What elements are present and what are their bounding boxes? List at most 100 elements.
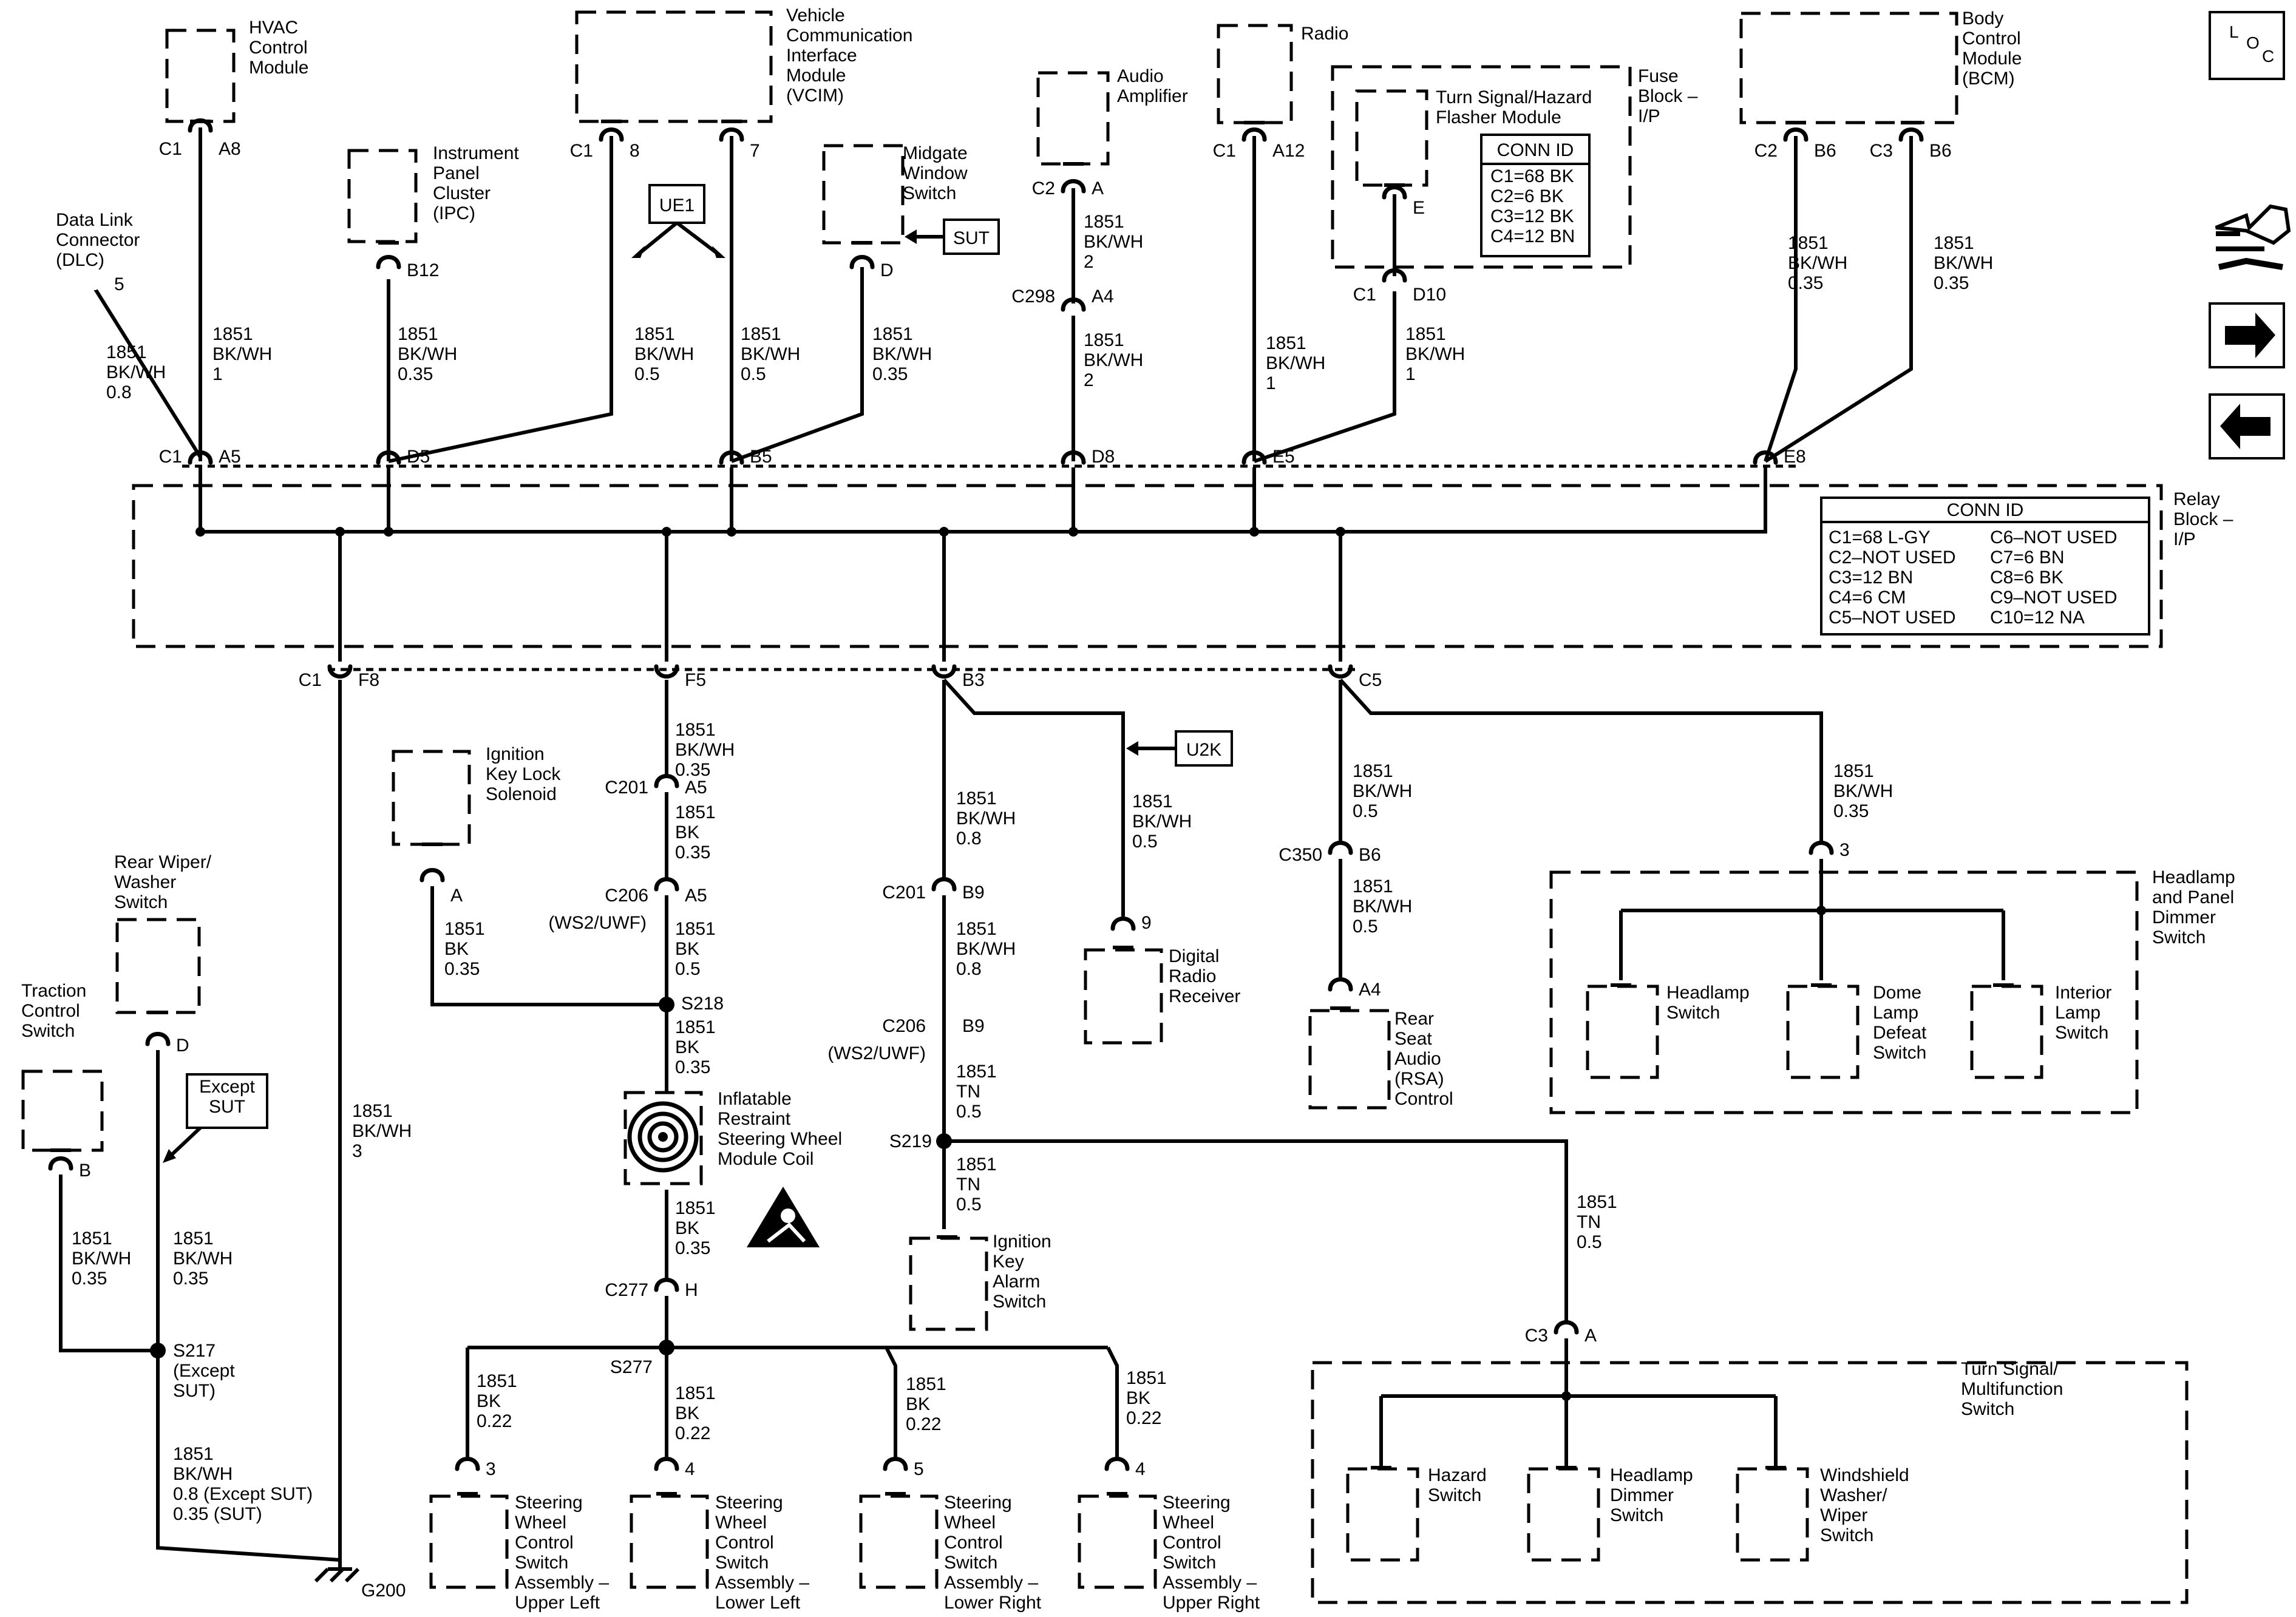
- connector-bcm_c3-housing: C3: [1870, 141, 1893, 161]
- connector-c206b-cavity: B9: [962, 1016, 985, 1036]
- headlamp-switch-box: [1586, 985, 1659, 1079]
- splice-label-s219: S219: [889, 1131, 932, 1151]
- connector-ipc-cavity: B12: [407, 260, 439, 280]
- connector-c201b-housing: C201: [882, 883, 926, 903]
- connector-ign_a-cavity: A: [450, 886, 463, 906]
- connector-c3a-cavity: A: [1584, 1326, 1597, 1346]
- splice-s217: [150, 1343, 166, 1358]
- component-locator-icon[interactable]: [2215, 204, 2291, 270]
- next-page-arrow-icon[interactable]: [2225, 313, 2275, 358]
- interior-lamp-box: [1970, 985, 2043, 1079]
- connector-amp-housing: C2: [1032, 178, 1055, 198]
- connector-rb_b5-cavity: B5: [750, 447, 772, 467]
- connector-rb_b3-cavity: B3: [962, 670, 985, 690]
- module-label-radio: Radio: [1301, 24, 1348, 44]
- wires: [59, 127, 2005, 1583]
- sw-ll-box: [630, 1494, 709, 1589]
- u2k-tag: [1175, 730, 1233, 767]
- connector-rb_d5-cavity: D5: [407, 447, 430, 467]
- previous-page-arrow-icon[interactable]: [2220, 404, 2271, 449]
- hvac-module-box: [165, 29, 236, 123]
- splice-s219: [936, 1133, 952, 1149]
- conn-id-relay-left: C3=12 BN: [1829, 568, 1913, 588]
- wash-wipe-switch-box: [1736, 1467, 1809, 1562]
- coil-box: [623, 1091, 703, 1185]
- vcim-module-box: [575, 10, 773, 123]
- splice-s277: [659, 1340, 674, 1355]
- except-sut-tag: [186, 1073, 268, 1129]
- splice-label-s218: S218: [681, 994, 724, 1014]
- connector-rb_c5-cavity: C5: [1359, 670, 1382, 690]
- conn-id-relay-right: C8=6 BK: [1990, 568, 2063, 588]
- connector-traction_b-cavity: B: [79, 1161, 91, 1181]
- fuse-block-box: [1331, 65, 1632, 269]
- digital-radio-box: [1084, 948, 1163, 1045]
- connector-rb_e8-cavity: E8: [1784, 447, 1806, 467]
- conn-id-relay-table: [1820, 497, 2150, 636]
- tag-sut: SUT: [953, 228, 990, 248]
- connector-flasher_d10-cavity: D10: [1413, 285, 1446, 305]
- dome-lamp-box: [1786, 985, 1860, 1079]
- connector-rb_f5-cavity: F5: [685, 670, 706, 690]
- conn-id-fuse-row: C3=12 BK: [1490, 206, 1574, 226]
- loc-box: [2209, 11, 2285, 80]
- conn-id-relay-left: C2–NOT USED: [1829, 547, 1956, 568]
- sw-ul-box: [429, 1494, 509, 1589]
- hl-dimmer-switch-box: [1527, 1467, 1600, 1562]
- splices: [150, 527, 1826, 1401]
- connector-hvac-cavity: A8: [219, 139, 241, 159]
- traction-control-box: [21, 1070, 104, 1152]
- rsa-control-box: [1308, 1009, 1391, 1110]
- conn-id-relay-left: C1=68 L-GY: [1829, 527, 1931, 547]
- connector-rb_f8-housing: C1: [299, 670, 322, 690]
- loc-c: C: [2262, 47, 2274, 66]
- conn-id-relay-left: C4=6 CM: [1829, 588, 1906, 608]
- connector-c277-housing: C277: [605, 1280, 648, 1300]
- conn-id-relay-right: C9–NOT USED: [1990, 588, 2118, 608]
- hazard-switch-box: [1346, 1467, 1419, 1562]
- connector-c201a-housing: C201: [605, 778, 648, 798]
- connector-rb_e5-cavity: E5: [1272, 447, 1295, 467]
- key-alarm-box: [909, 1236, 988, 1331]
- connector-c201b-cavity: B9: [962, 883, 985, 903]
- connector-radio-cavity: A12: [1272, 141, 1305, 161]
- connector-c206a-housing: C206: [605, 886, 648, 906]
- airbag-warning-icon: [747, 1187, 820, 1247]
- bcm-box: [1739, 12, 1958, 124]
